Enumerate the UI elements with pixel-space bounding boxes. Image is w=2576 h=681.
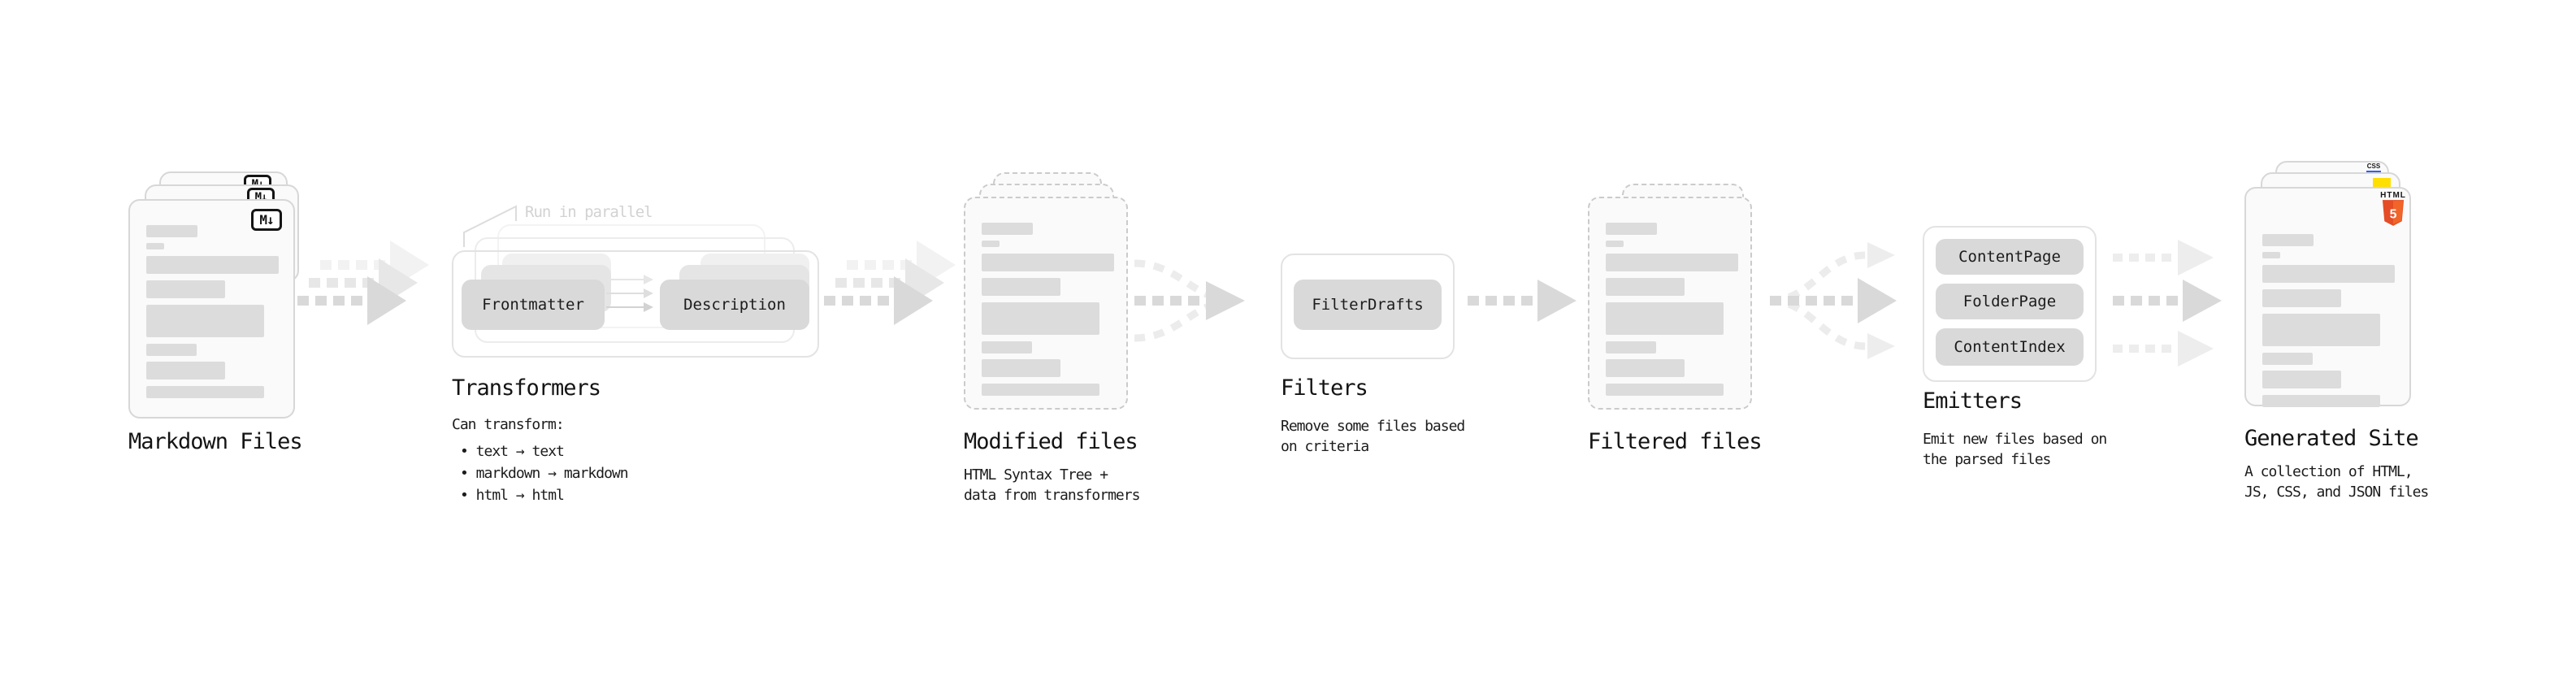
html5-shield: 5 [2382,200,2405,226]
doc-content-bar [982,341,1032,354]
doc-content-placeholder [2246,189,2409,407]
markdown-file-doc-front [128,199,295,419]
doc-content-bar [1606,384,1724,396]
emitters-label: Emitters [1923,388,2023,414]
markdown-files-label: Markdown Files [128,429,303,454]
filtered-file-doc-front [1588,197,1752,410]
doc-content-bar [982,241,1000,247]
modified-files-description: HTML Syntax Tree + data from transformer… [964,466,1140,504]
doc-content-bar [2262,252,2280,258]
doc-content-bar [1606,359,1685,377]
doc-content-bar [2262,353,2313,365]
contentpage-emitter-pill: ContentPage [1936,239,2084,275]
folderpage-emitter-pill: FolderPage [1936,284,2084,319]
doc-content-bar [146,344,197,356]
doc-content-bar [146,280,225,298]
transformer-holder [452,250,819,358]
modified-file-doc-front [964,197,1128,410]
transform-bullet: • html → html [460,487,565,504]
doc-content-bar [1606,302,1724,335]
doc-content-bar [146,362,225,380]
doc-content-bar [146,305,264,337]
doc-content-bar [982,359,1060,377]
doc-content-placeholder [1589,198,1750,408]
description-transformer-pill: Description [660,280,809,330]
run-in-parallel-annotation: Run in parallel [525,203,653,221]
doc-content-bar [982,278,1060,296]
doc-content-placeholder [130,201,293,417]
filters-label: Filters [1281,375,1368,401]
doc-content-bar [2262,314,2380,346]
filtered-files-label: Filtered files [1588,429,1763,454]
merge-arrow [1134,259,1245,342]
html5-shield-number: 5 [2390,208,2397,222]
doc-content-bar [1606,341,1656,354]
js-file-icon [2373,178,2391,189]
stacked-flow-arrow [824,241,956,325]
doc-content-bar [2262,395,2380,407]
emit-arrow-bottom [2113,331,2214,367]
doc-content-bar [2262,371,2341,388]
markdown-icon: M↓ [251,209,282,231]
transformers-bullets: • text → text • markdown → markdown • ht… [460,440,629,506]
generated-site-description: A collection of HTML, JS, CSS, and JSON … [2244,463,2429,501]
css-icon-text: CSS [2366,163,2381,170]
doc-content-bar [146,386,264,398]
filters-description: Remove some files based on criteria [1281,418,1465,455]
doc-content-bar [146,243,164,249]
annotation-callout-line [463,205,517,247]
transformers-desc-heading: Can transform: [452,416,565,433]
doc-content-bar [982,254,1114,271]
doc-content-bar [982,384,1099,396]
contentindex-emitter-pill: ContentIndex [1936,328,2084,366]
doc-content-bar [1606,223,1657,235]
html5-icon: HTML 5 [2379,192,2407,229]
doc-content-bar [1606,278,1685,296]
html5-icon-text: HTML [2380,191,2406,200]
modified-files-label: Modified files [964,429,1138,454]
doc-content-bar [146,256,279,274]
doc-content-bar [982,223,1033,235]
parallel-step-arrows [606,275,653,312]
frontmatter-transformer-pill: Frontmatter [462,280,605,330]
doc-content-bar [146,225,197,237]
doc-content-bar [982,302,1099,335]
transform-bullet: • text → text [460,443,565,460]
filterdrafts-pill: FilterDrafts [1294,280,1442,330]
doc-content-bar [1606,241,1624,247]
transformers-label: Transformers [452,375,601,401]
flow-arrow [1468,280,1576,322]
emit-arrow-top [2113,240,2214,275]
stacked-flow-arrow [297,241,429,325]
doc-content-bar [2262,234,2314,246]
emit-arrow-middle [2113,280,2222,322]
transform-bullet: • markdown → markdown [460,465,629,482]
doc-content-bar [1606,254,1738,271]
generated-html-file-doc [2244,187,2411,407]
generated-site-label: Generated Site [2244,426,2419,451]
doc-content-bar [2262,265,2395,283]
emitters-description: Emit new files based on the parsed files [1923,431,2107,468]
doc-content-bar [2262,289,2341,307]
doc-content-placeholder [965,198,1126,408]
fanout-arrow [1769,242,1897,359]
